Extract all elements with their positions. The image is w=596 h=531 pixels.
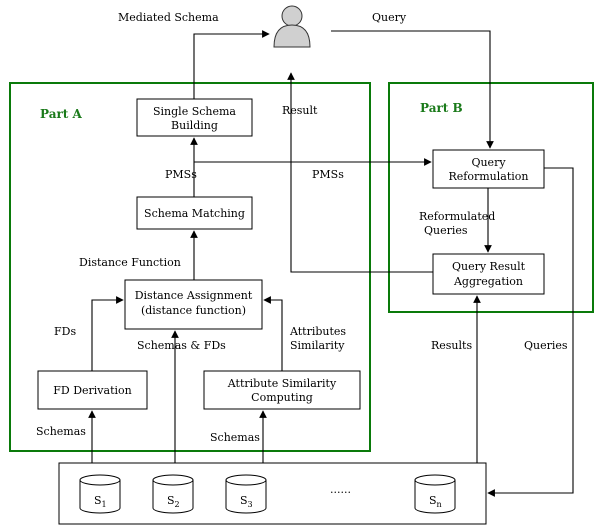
result-label: Result: [282, 104, 318, 117]
svg-text:Single Schema: Single Schema: [153, 105, 236, 118]
source-s1: S1: [79, 474, 121, 514]
sources-ellipsis: ......: [330, 483, 351, 496]
svg-text:Distance Assignment: Distance Assignment: [135, 289, 253, 302]
svg-text:S3: S3: [240, 494, 253, 509]
queries-label: Queries: [524, 339, 568, 352]
source-s3: S3: [225, 474, 267, 514]
mediated-schema-label: Mediated Schema: [118, 11, 219, 24]
results-label: Results: [431, 339, 472, 352]
queries-arrow: [487, 167, 574, 497]
result-arrow: [287, 72, 433, 273]
source-s2: S2: [152, 474, 194, 514]
svg-text:(distance function): (distance function): [141, 304, 246, 317]
source-sn: Sn: [414, 474, 456, 514]
svg-text:Computing: Computing: [251, 391, 313, 404]
svg-text:S2: S2: [167, 494, 180, 509]
part-b-container: [388, 82, 594, 313]
schemas-fds-label: Schemas & FDs: [137, 339, 226, 352]
pmss-mid-label: PMSs: [312, 168, 344, 181]
distance-assignment-box: Distance Assignment (distance function): [124, 279, 263, 330]
query-label: Query: [372, 11, 407, 24]
attributes-label: Attributes: [289, 325, 346, 338]
svg-text:Sn: Sn: [429, 494, 442, 509]
svg-text:S1: S1: [94, 494, 107, 509]
reformulated-label: Reformulated: [419, 210, 495, 223]
distance-function-label: Distance Function: [79, 256, 181, 269]
attribute-similarity-box: Attribute Similarity Computing: [203, 370, 361, 410]
part-b-label: Part B: [420, 101, 463, 115]
svg-text:FD Derivation: FD Derivation: [53, 384, 131, 397]
query-result-aggregation-box: Query Result Aggregation: [432, 253, 545, 295]
single-schema-building-box: Single Schema Building: [136, 98, 253, 137]
svg-text:Reformulation: Reformulation: [449, 170, 529, 183]
svg-text:Building: Building: [171, 119, 218, 132]
schemas-mid-label: Schemas: [210, 431, 260, 444]
mediated-schema-arrow: [193, 30, 270, 99]
fds-label: FDs: [54, 325, 76, 338]
svg-text:Query Result: Query Result: [452, 260, 526, 273]
svg-text:Attribute Similarity: Attribute Similarity: [227, 377, 337, 390]
svg-text:Aggregation: Aggregation: [453, 275, 523, 288]
query-reformulation-box: Query Reformulation: [432, 149, 545, 189]
part-a-label: Part A: [40, 107, 83, 121]
pmss-left-label: PMSs: [165, 168, 197, 181]
part-a-container: [9, 82, 371, 452]
svg-text:Schema Matching: Schema Matching: [144, 207, 245, 220]
queries-sub-label: Queries: [424, 224, 468, 237]
schema-matching-box: Schema Matching: [136, 196, 253, 230]
fd-derivation-box: FD Derivation: [37, 370, 148, 410]
attributes-similarity-arrow: [263, 296, 283, 371]
query-arrow: [331, 30, 494, 149]
similarity-label: Similarity: [290, 339, 345, 352]
schemas-left-label: Schemas: [36, 425, 86, 438]
user-icon: [273, 5, 311, 48]
svg-text:Query: Query: [471, 156, 506, 169]
fds-arrow: [91, 296, 124, 371]
